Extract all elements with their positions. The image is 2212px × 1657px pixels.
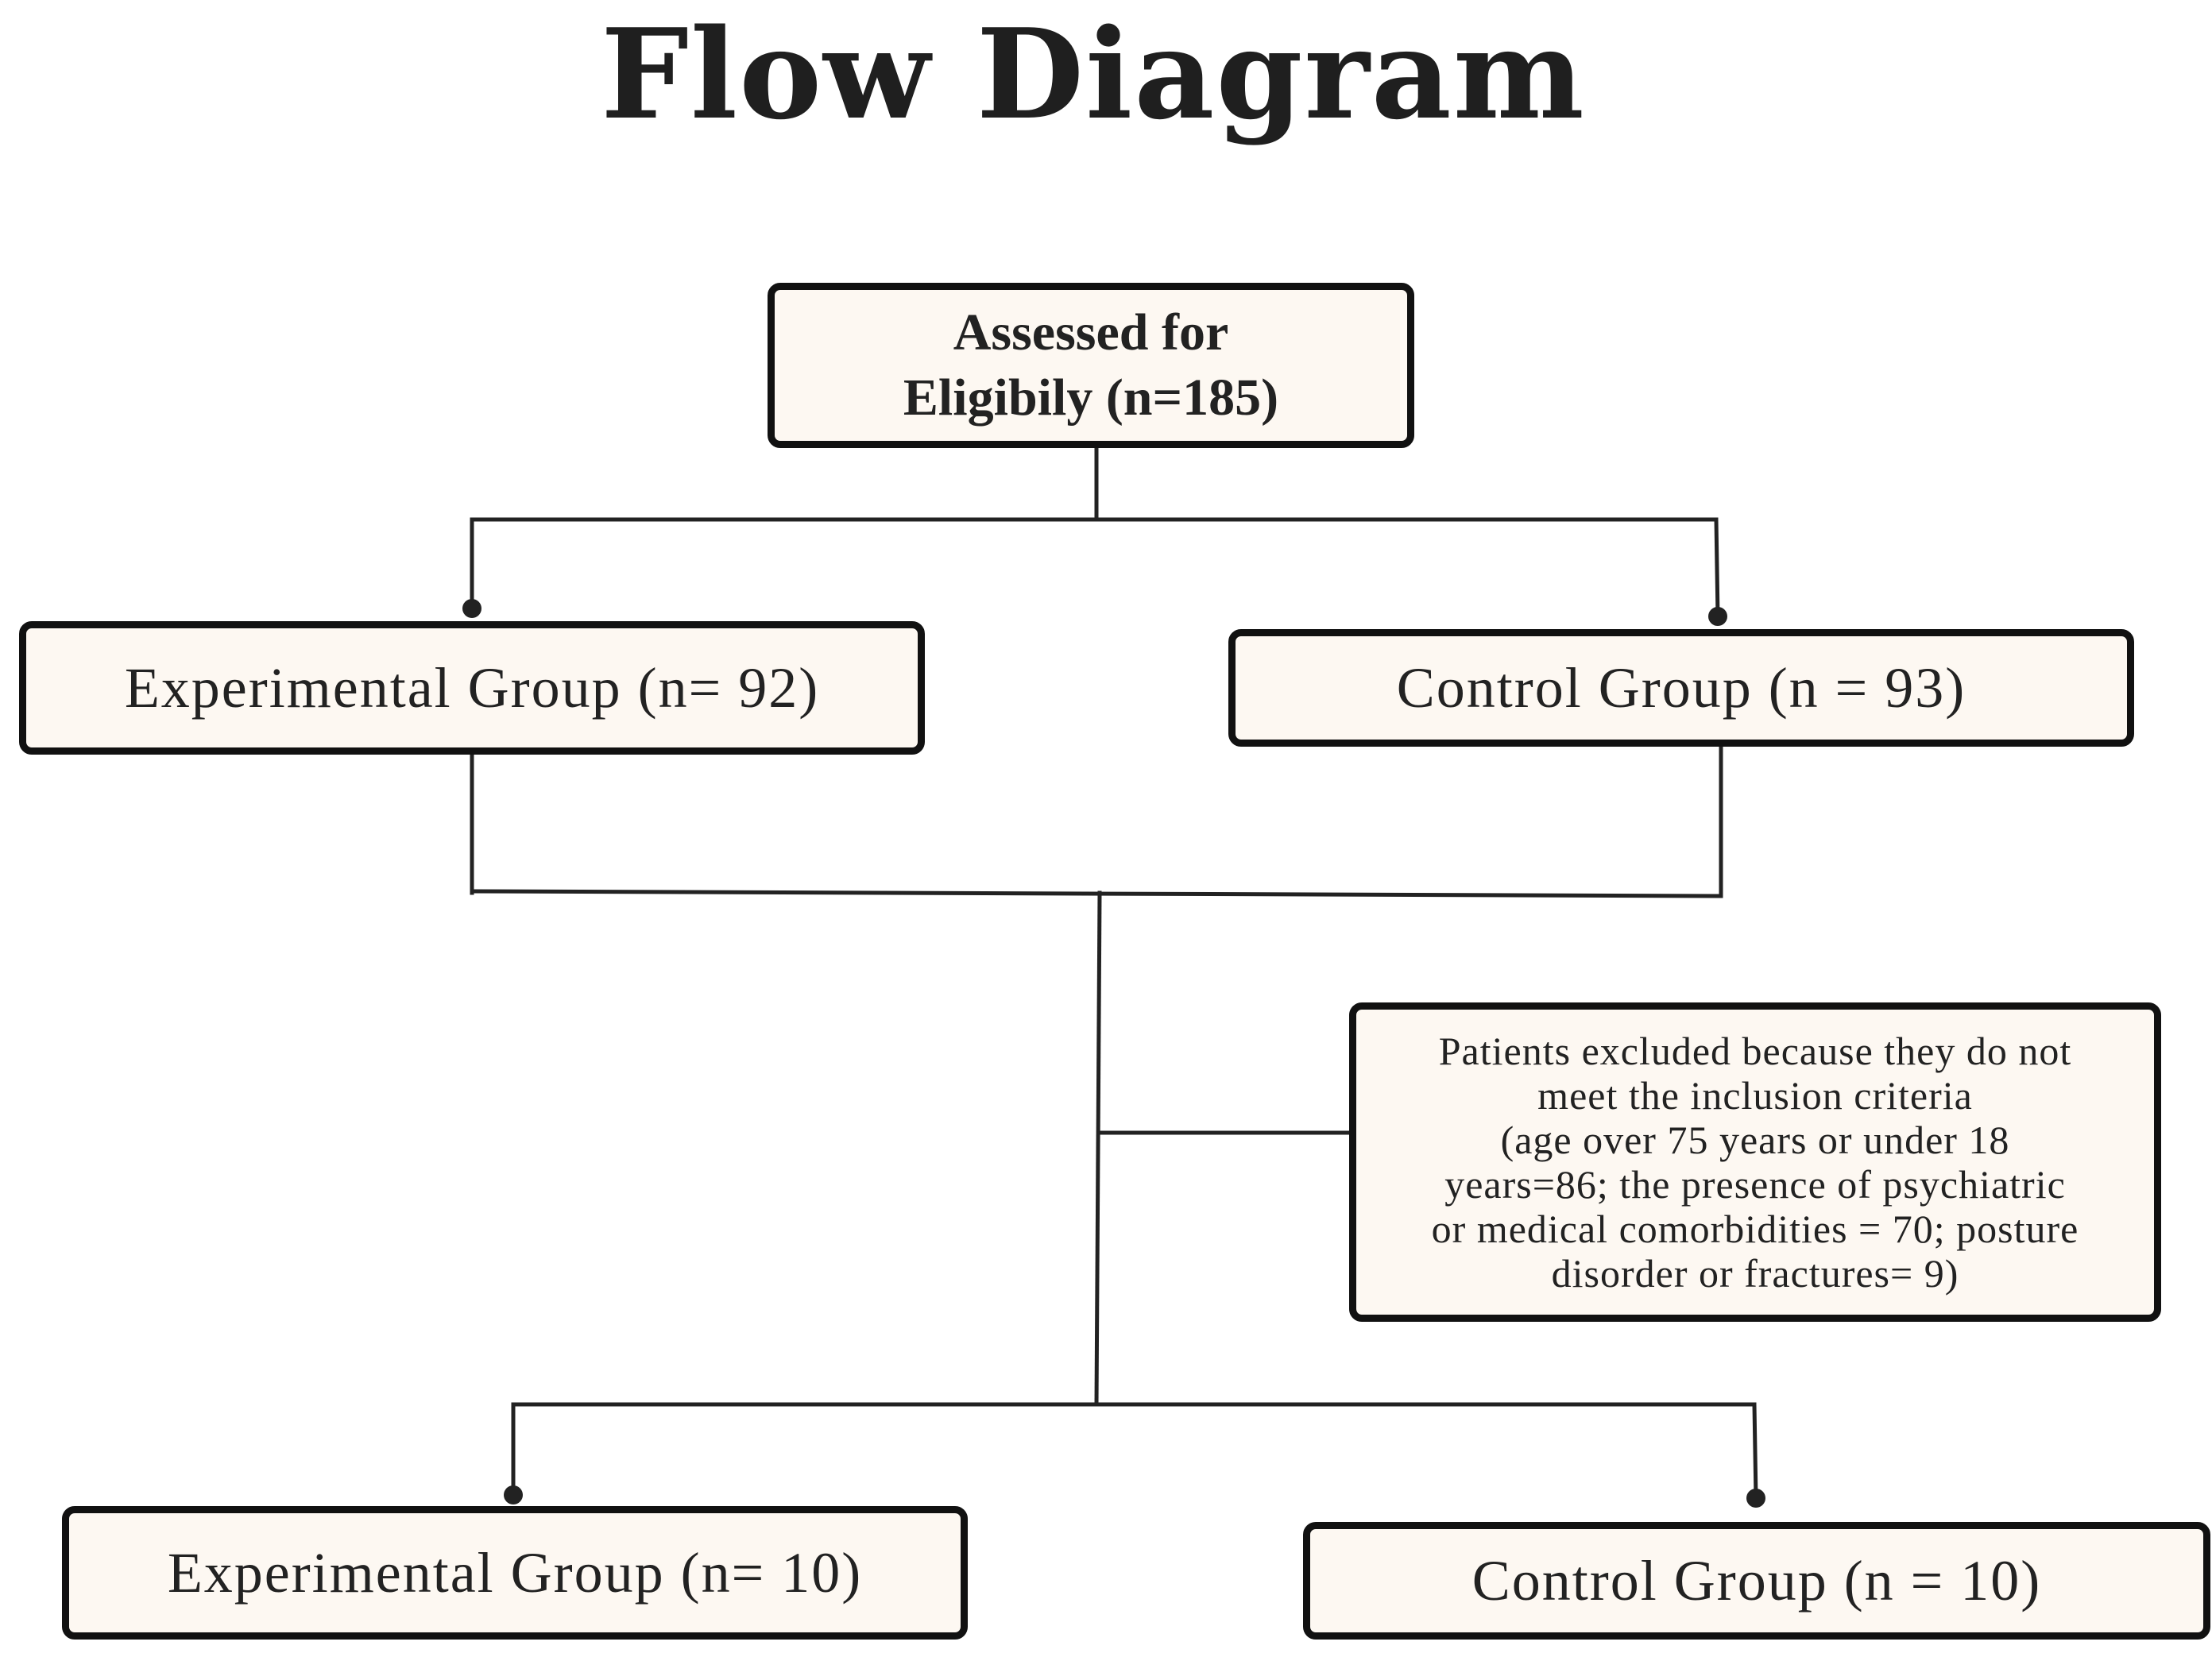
excluded-line-2: meet the inclusion criteria: [1537, 1073, 1973, 1118]
arrow-dot-ctrl2: [1746, 1489, 1765, 1508]
arrow-dot-exp1: [462, 599, 481, 618]
connector-split-2-right-drop: [1752, 1402, 1758, 1501]
excluded-line-6: disorder or fractures= 9): [1551, 1251, 1959, 1296]
control-group-box-1: Control Group (n = 93): [1228, 629, 2134, 747]
assessed-line-2: Eligibily (n=185): [903, 369, 1279, 427]
experimental-group-box-1: Experimental Group (n= 92): [19, 621, 925, 755]
excluded-line-5: or medical comorbidities = 70; posture: [1431, 1207, 2079, 1251]
control-group-box-2: Control Group (n = 10): [1303, 1522, 2210, 1640]
connector-split-1-right-drop: [1714, 517, 1720, 619]
experimental-group-box-2: Experimental Group (n= 10): [62, 1506, 968, 1640]
assessed-line-1: Assessed for: [953, 303, 1229, 361]
connector-trunk: [1094, 890, 1102, 1407]
arrow-dot-ctrl1: [1708, 607, 1727, 626]
excluded-line-3: (age over 75 years or under 18: [1500, 1118, 2010, 1162]
connector-merge-horizontal: [470, 889, 1723, 898]
excluded-line-4: years=86; the presence of psychiatric: [1444, 1162, 2066, 1207]
control-group-2-label: Control Group (n = 10): [1471, 1548, 2042, 1613]
experimental-group-1-label: Experimental Group (n= 92): [124, 655, 820, 720]
experimental-group-2-label: Experimental Group (n= 10): [167, 1540, 863, 1605]
excluded-line-1: Patients excluded because they do not: [1438, 1029, 2072, 1073]
arrow-dot-exp2: [504, 1485, 523, 1504]
control-group-1-label: Control Group (n = 93): [1396, 655, 1966, 720]
excluded-patients-box: Patients excluded because they do not me…: [1349, 1002, 2161, 1322]
page-title: Flow Diagram: [601, 2, 1586, 147]
assessed-eligibility-box: Assessed for Eligibily (n=185): [768, 283, 1414, 448]
